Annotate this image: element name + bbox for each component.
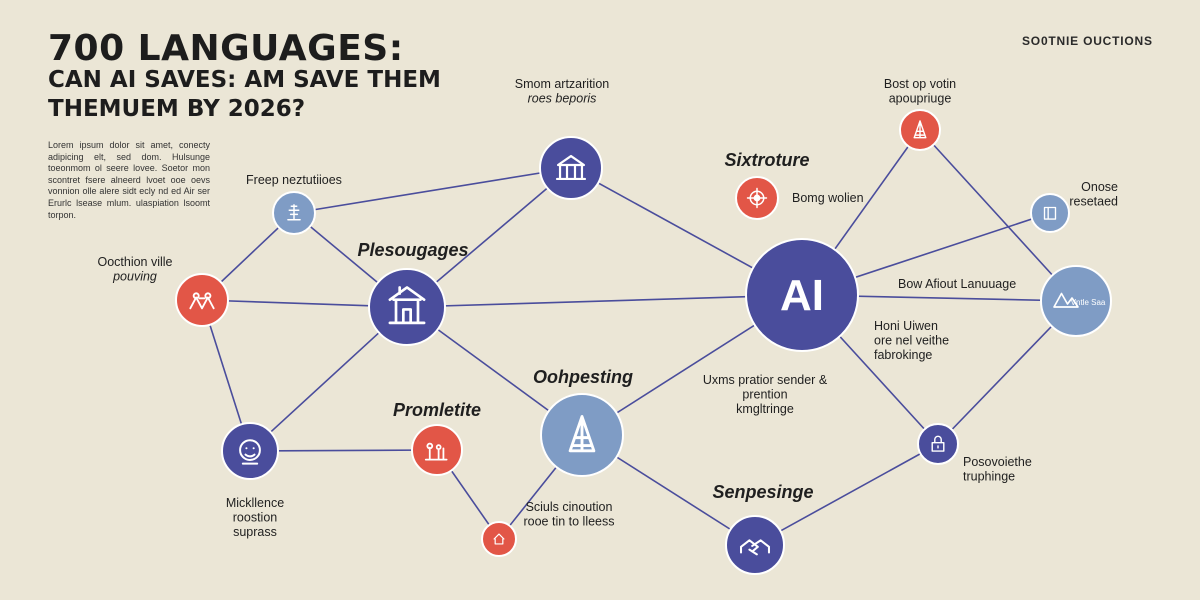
node-caption: Vntle Saa xyxy=(1071,298,1106,307)
node-circle-small-right xyxy=(1030,193,1070,233)
node-circle-small-red xyxy=(481,521,517,557)
house-icon xyxy=(493,533,505,545)
edge-tree-museum xyxy=(293,167,572,214)
node-people-left xyxy=(175,273,229,327)
people-icon xyxy=(189,292,215,310)
intro-paragraph: Lorem ipsum dolor sit amet, conecty adip… xyxy=(48,140,210,220)
node-circle-temple xyxy=(368,268,446,346)
tower-icon xyxy=(913,120,927,139)
node-circle-family xyxy=(411,424,463,476)
edge-temple-ai xyxy=(406,294,803,308)
node-circle-big-right xyxy=(1040,265,1112,337)
page-subtitle: CAN AI SAVES: AM SAVE THEM THEMUEM BY 20… xyxy=(48,67,441,122)
node-tree xyxy=(272,191,316,235)
node-face xyxy=(221,422,279,480)
label-senpesinge: Senpesinge xyxy=(712,482,813,502)
tower-icon xyxy=(568,415,596,453)
temple-icon xyxy=(388,286,426,325)
node-circle-ai xyxy=(745,238,859,352)
tree-icon xyxy=(287,204,301,221)
handshake-icon xyxy=(739,539,771,556)
node-circle-lock xyxy=(917,423,959,465)
corner-label: SO0TNIE OUCTIONS xyxy=(1022,34,1153,48)
node-ai: AI xyxy=(745,238,859,352)
page-title: 700 LANGUAGES: xyxy=(48,28,404,69)
target-icon xyxy=(746,187,768,209)
family-icon xyxy=(424,442,448,461)
label-promletite: Promletite xyxy=(393,400,481,420)
node-red-right xyxy=(735,176,779,220)
face-icon xyxy=(239,439,261,465)
node-tower xyxy=(899,109,941,151)
node-tower-center xyxy=(540,393,624,477)
lock-icon xyxy=(931,435,945,452)
node-circle-people-left xyxy=(175,273,229,327)
node-circle-museum xyxy=(539,136,603,200)
node-handshake xyxy=(725,515,785,575)
book-icon xyxy=(1043,206,1057,220)
mountain-icon xyxy=(1053,292,1079,308)
node-small-right xyxy=(1030,193,1070,233)
label-oohpesting: Oohpesting xyxy=(533,367,633,387)
label-freep: Freep neztutiioes xyxy=(246,173,342,187)
node-temple xyxy=(368,268,446,346)
label-boring: Bomg wolien xyxy=(792,191,864,205)
node-family xyxy=(411,424,463,476)
edge-tower-big-right xyxy=(919,129,1077,302)
edge-lock-handshake xyxy=(754,443,939,546)
node-museum xyxy=(539,136,603,200)
ai-node-label: AI xyxy=(780,271,824,320)
edge-face-family xyxy=(249,449,438,452)
node-circle-face xyxy=(221,422,279,480)
label-sixtroture: Sixtroture xyxy=(724,150,809,170)
node-layer: AI Vntle Saa xyxy=(175,109,1112,575)
label-plesougages: Plesougages xyxy=(357,240,468,260)
node-lock xyxy=(917,423,959,465)
label-bow: Bow Afiout Lanuuage xyxy=(898,277,1016,291)
node-big-right: Vntle Saa xyxy=(1040,265,1112,337)
node-small-red xyxy=(481,521,517,557)
museum-icon xyxy=(555,154,587,181)
